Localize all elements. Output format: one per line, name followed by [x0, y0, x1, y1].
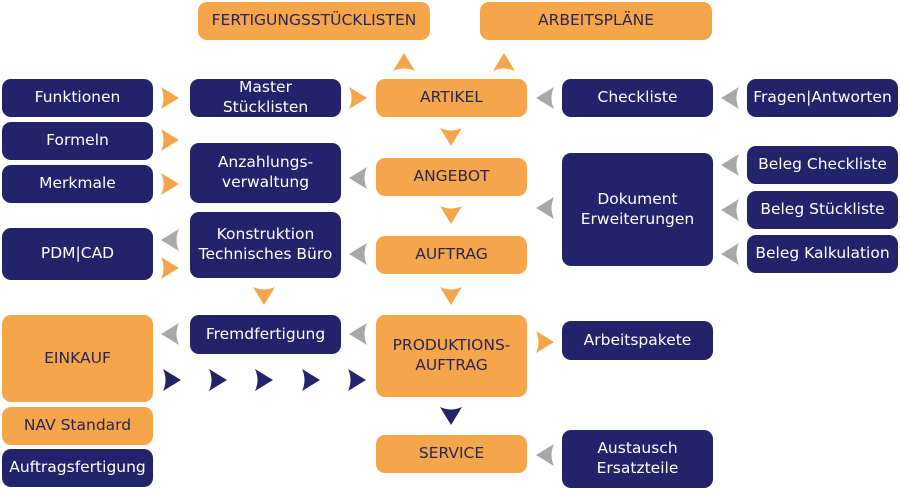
node-einkauf: EINKAUF [2, 315, 153, 402]
arrow-merkmale-to-anzahlungsverwaltung [161, 173, 179, 195]
node-austausch-ersatzteile: Austausch Ersatzteile [562, 430, 713, 488]
arrow-einkauf-to-produktionsauftrag-2 [209, 369, 227, 391]
arrow-auftrag-to-konstruktion [349, 243, 367, 265]
node-merkmale: Merkmale [2, 165, 153, 203]
node-pdm-cad: PDM|CAD [2, 228, 153, 280]
node-beleg-stueckliste: Beleg Stückliste [747, 191, 898, 229]
arrow-konstruktion-to-pdm-cad [161, 229, 179, 251]
node-auftrag: AUFTRAG [376, 236, 527, 274]
node-konstruktion: Konstruktion Technisches Büro [190, 212, 341, 278]
arrow-artikel-to-fertigungsstuecklisten [393, 53, 415, 71]
node-anzahlungsverwaltung: Anzahlungs- verwaltung [190, 143, 341, 203]
arrow-artikel-to-arbeitsplaene [493, 53, 515, 71]
node-service: SERVICE [376, 435, 527, 473]
node-funktionen: Funktionen [2, 79, 153, 117]
node-angebot: ANGEBOT [376, 158, 527, 196]
node-auftragsfertigung: Auftragsfertigung [2, 449, 153, 487]
arrow-angebot-to-auftrag [440, 206, 462, 224]
node-beleg-kalkulation: Beleg Kalkulation [747, 235, 898, 273]
arrow-produktionsauftrag-to-service [440, 407, 462, 425]
node-fertigungsstuecklisten: FERTIGUNGSSTÜCKLISTEN [198, 2, 430, 40]
node-dokument-erweiterungen: Dokument Erweiterungen [562, 153, 713, 266]
arrow-einkauf-to-produktionsauftrag-4 [302, 369, 320, 391]
arrow-produktionsauftrag-to-arbeitspakete [536, 331, 554, 353]
node-arbeitsplaene: ARBEITSPLÄNE [480, 2, 712, 40]
arrow-formeln-to-anzahlungsverwaltung [161, 129, 179, 151]
node-arbeitspakete: Arbeitspakete [562, 321, 713, 360]
arrow-pdm-cad-to-konstruktion [161, 257, 179, 279]
arrow-fremdfertigung-to-einkauf [161, 323, 179, 345]
arrow-artikel-to-angebot [440, 128, 462, 146]
arrow-produktionsauftrag-to-fremdfertigung [349, 323, 367, 345]
arrow-auftrag-to-produktionsauftrag [440, 287, 462, 305]
arrow-einkauf-to-produktionsauftrag-5 [348, 369, 366, 391]
arrow-checkliste-to-artikel [536, 87, 554, 109]
arrow-funktionen-to-master-stuecklisten [161, 87, 179, 109]
arrow-beleg-kalkulation-to-dokument-erweiterungen [721, 243, 739, 265]
node-formeln: Formeln [2, 122, 153, 160]
arrow-austausch-ersatzteile-to-service [536, 444, 554, 466]
node-nav-standard: NAV Standard [2, 407, 153, 445]
arrow-angebot-to-anzahlungsverwaltung [349, 167, 367, 189]
arrow-einkauf-to-produktionsauftrag-3 [255, 369, 273, 391]
arrow-beleg-checkliste-to-dokument-erweiterungen [721, 154, 739, 176]
arrow-master-stuecklisten-to-artikel [349, 87, 367, 109]
arrow-dokument-erweiterungen-to-angebot [536, 197, 554, 219]
node-checkliste: Checkliste [562, 79, 713, 117]
node-fragen-antworten: Fragen|Antworten [747, 79, 898, 117]
arrow-konstruktion-to-fremdfertigung [253, 287, 275, 305]
node-master-stuecklisten: Master Stücklisten [190, 78, 341, 117]
node-artikel: ARTIKEL [376, 79, 527, 117]
node-fremdfertigung: Fremdfertigung [190, 315, 341, 354]
arrow-fragen-antworten-to-checkliste [721, 87, 739, 109]
arrow-beleg-stueckliste-to-dokument-erweiterungen [721, 199, 739, 221]
node-produktionsauftrag: PRODUKTIONS- AUFTRAG [376, 315, 527, 397]
node-beleg-checkliste: Beleg Checkliste [747, 146, 898, 184]
arrow-einkauf-to-produktionsauftrag-1 [163, 369, 181, 391]
